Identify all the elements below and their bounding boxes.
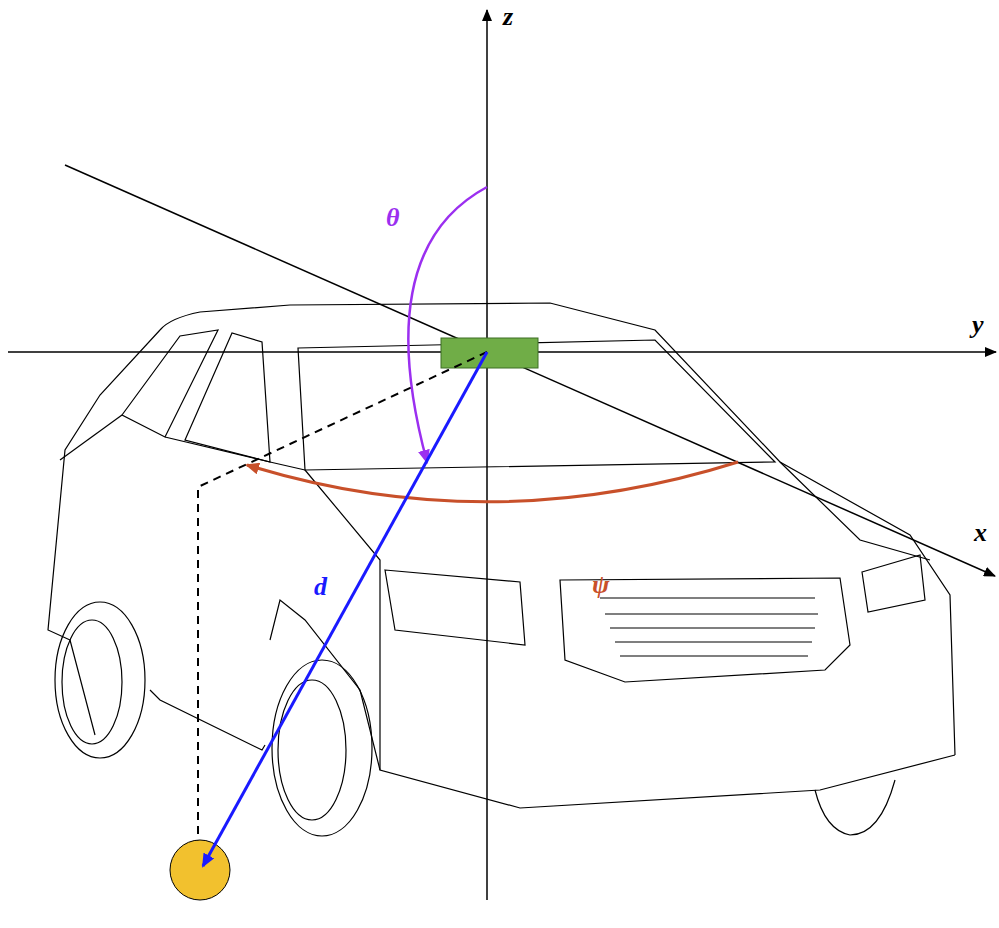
z-axis xyxy=(486,10,488,900)
sensor-box xyxy=(441,338,538,368)
psi-arc xyxy=(247,462,738,502)
distance-vector xyxy=(203,352,487,866)
target-point xyxy=(170,840,230,900)
projection-line xyxy=(198,352,487,848)
angle-label: ψ xyxy=(592,572,609,598)
axis-label: z xyxy=(503,4,513,30)
angle-label: θ xyxy=(386,205,400,231)
axis-label: y xyxy=(972,312,984,338)
axis-label: x xyxy=(974,520,987,546)
distance-label: d xyxy=(314,574,327,600)
x-axis xyxy=(65,165,995,576)
car-outline xyxy=(48,303,955,836)
